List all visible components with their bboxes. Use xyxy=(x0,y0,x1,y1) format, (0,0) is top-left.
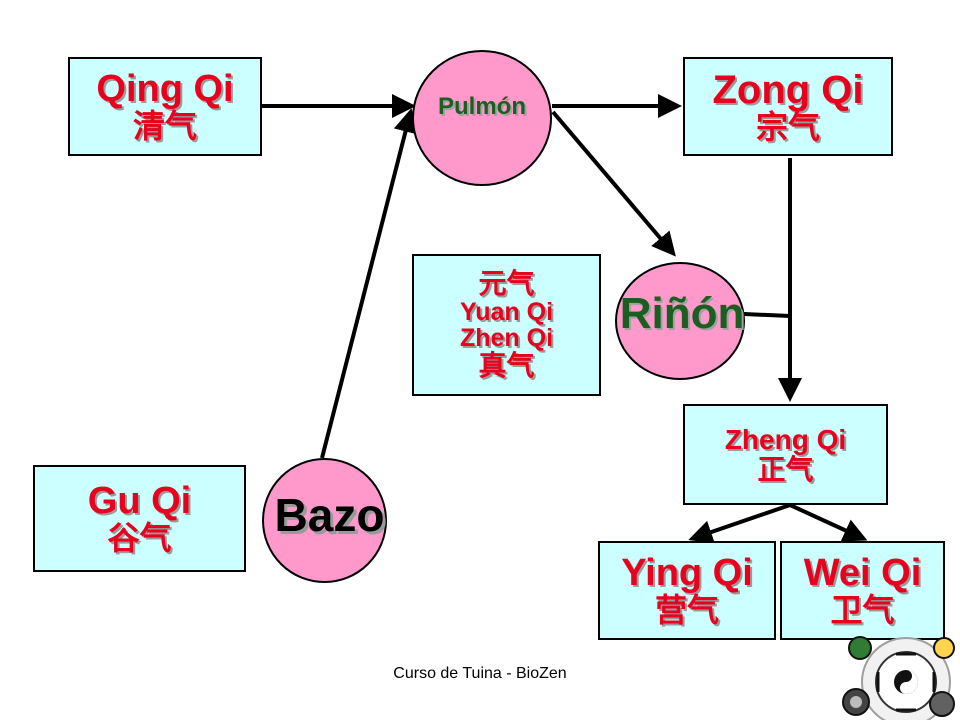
zheng-qi-name: Zheng Qi xyxy=(724,424,847,456)
ying-qi-box: Ying Qi 营气 xyxy=(598,541,776,640)
pulmon-label: Pulmón xyxy=(438,93,526,120)
ying-qi-name: Ying Qi xyxy=(621,551,753,594)
arrow-zheng-to-ying xyxy=(688,503,791,544)
zheng-qi-hanzi: 正气 xyxy=(757,453,814,485)
rinon-label: Riñón xyxy=(619,289,745,338)
bazo-circle: Bazo xyxy=(262,458,387,583)
yin-yang-bagua-logo-icon xyxy=(842,636,955,720)
wei-qi-name: Wei Qi xyxy=(803,551,922,594)
zhen-qi-hanzi: 真气 xyxy=(478,350,535,382)
gu-qi-name: Gu Qi xyxy=(87,479,192,522)
yuan-qi-hanzi-top: 元气 xyxy=(478,268,535,300)
gu-qi-box: Gu Qi 谷气 xyxy=(33,465,246,572)
zong-qi-name: Zong Qi xyxy=(712,67,864,112)
gu-qi-hanzi: 谷气 xyxy=(107,519,172,556)
wei-qi-box: Wei Qi 卫气 xyxy=(780,541,945,640)
arrow-pulmon-to-rinon xyxy=(551,110,676,257)
yuan-qi-name: Yuan Qi xyxy=(459,297,554,326)
arrow-bazo-to-pulmon xyxy=(320,108,418,459)
footer-text: Curso de Tuina - BioZen xyxy=(393,665,567,682)
zheng-qi-box: Zheng Qi 正气 xyxy=(683,404,888,505)
ying-qi-hanzi: 营气 xyxy=(654,591,719,628)
rinon-circle: Riñón xyxy=(615,262,745,380)
qing-qi-hanzi: 清气 xyxy=(132,107,197,144)
qing-qi-name: Qing Qi xyxy=(96,67,234,110)
arrow-zheng-to-wei xyxy=(789,503,868,542)
zong-qi-box: Zong Qi 宗气 xyxy=(683,57,893,156)
line-rinon-to-zheng xyxy=(743,312,791,318)
qing-qi-box: Qing Qi 清气 xyxy=(68,57,262,156)
zong-qi-hanzi: 宗气 xyxy=(755,108,820,145)
pulmon-circle: Pulmón xyxy=(412,50,552,186)
bazo-label: Bazo xyxy=(274,488,385,541)
wei-qi-hanzi: 卫气 xyxy=(830,591,895,628)
yuan-qi-box: 元气 Yuan Qi Zhen Qi 真气 xyxy=(412,254,601,396)
zhen-qi-name: Zhen Qi xyxy=(459,324,554,352)
